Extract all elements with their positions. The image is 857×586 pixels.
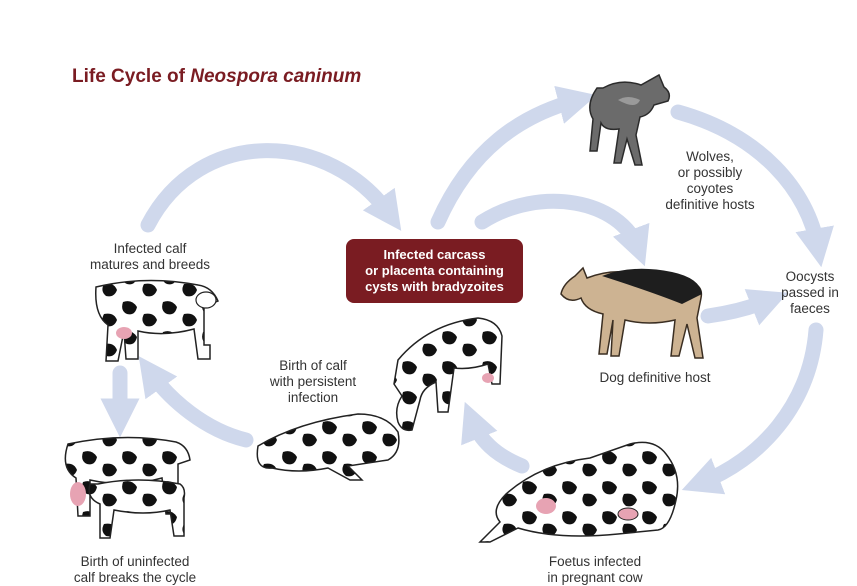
arrow-persistent-to-matures xyxy=(138,356,254,448)
diagram-title: Life Cycle of Neospora caninum xyxy=(72,66,361,88)
arrow-carcass-to-dog xyxy=(474,193,650,267)
calf-icon xyxy=(256,413,400,481)
label-uninfected: Birth of uninfected calf breaks the cycl… xyxy=(73,554,197,585)
cow-with-calf-icon xyxy=(64,436,191,539)
arrow-wolf-to-oocysts xyxy=(670,104,834,268)
label-matures-breeds: Infected calf matures and breeds xyxy=(89,241,211,272)
infected-carcass-box: Infected carcass or placenta containing … xyxy=(346,239,523,303)
cow-icon xyxy=(95,279,219,362)
label-oocysts: Oocysts passed in faeces xyxy=(781,269,839,316)
arrow-carcass-to-wolf xyxy=(430,86,597,230)
label-dog-host: Dog definitive host xyxy=(599,370,711,385)
arrow-foetus-to-persistent xyxy=(461,401,530,474)
arrow-oocysts-to-foetus xyxy=(681,322,824,495)
arrow-dog-to-oocysts xyxy=(700,289,789,326)
label-foetus: Foetus infected in pregnant cow xyxy=(547,554,643,585)
pregnant-cow-icon xyxy=(478,441,679,543)
standing-cow-icon xyxy=(393,317,503,432)
arrow-calf-to-carcass xyxy=(140,143,402,233)
title-prefix: Life Cycle of xyxy=(72,66,191,87)
title-species: Neospora caninum xyxy=(190,66,362,87)
wolf-icon xyxy=(589,73,671,166)
label-persistent-infection: Birth of calf with persistent infection xyxy=(269,358,357,405)
dog-icon xyxy=(560,266,704,359)
cycle-arrows xyxy=(100,86,834,495)
label-wolves: Wolves, or possibly coyotes definitive h… xyxy=(665,149,755,212)
